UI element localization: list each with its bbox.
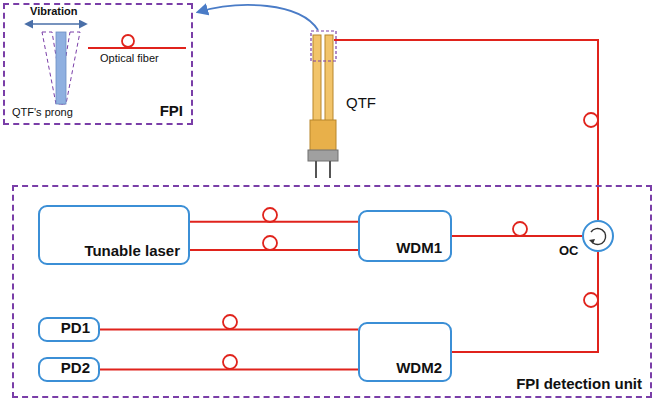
wdm-box: WDM2 (358, 322, 452, 382)
fiber-connector (100, 329, 358, 331)
panel-heading: FPI (160, 102, 183, 119)
qtf-pin (329, 161, 331, 178)
vibration-arrow (26, 23, 86, 25)
optical-fiber (334, 40, 598, 220)
circulator-arrowhead (589, 239, 595, 244)
fiber-loop (223, 355, 237, 369)
circulator-outline (582, 220, 614, 252)
fiber-connector (100, 369, 358, 371)
part-name: QTF (346, 94, 376, 111)
fiber-loop (263, 236, 277, 250)
wdm-box: WDM1 (358, 210, 452, 262)
unit-panel: FPI detection unit Tunable laser WDM1 OC PD1… (12, 185, 652, 398)
node-label: Tunable laser (84, 242, 180, 259)
optical-fiber (88, 47, 186, 49)
circulator-symbol: OC (582, 220, 614, 252)
fiber-connector (452, 252, 598, 352)
fiber-loop (584, 113, 598, 127)
node-label: WDM2 (396, 359, 442, 376)
fiber-connector (190, 221, 358, 223)
qtf-base (308, 150, 338, 161)
laser-box: Tunable laser (38, 205, 190, 265)
fiber-connector (190, 249, 358, 251)
qtf-body (310, 120, 336, 152)
qtf-prong (325, 35, 333, 130)
node-label: PD2 (61, 359, 90, 376)
qtf-prong (313, 35, 321, 130)
fiber-loop (513, 222, 527, 236)
callout-label: QTF's prong (12, 106, 73, 118)
circulator-outline (583, 221, 613, 251)
zoom-arrow (198, 5, 318, 30)
fiber-loop (263, 208, 277, 222)
fiber-connector (452, 235, 582, 237)
qtf-pin (315, 161, 317, 178)
node-label: OC (559, 243, 606, 248)
fiber-loop (122, 35, 134, 47)
node-label: PD1 (61, 319, 90, 336)
fiber-loop (223, 315, 237, 329)
callout-label: Optical fiber (100, 52, 159, 64)
qtf-prong (56, 32, 66, 104)
fiber-loop (584, 293, 598, 307)
photodetector-box: PD1 (38, 317, 100, 342)
photodetector-box: PD2 (38, 357, 100, 382)
node-label: WDM1 (396, 239, 442, 256)
panel-heading: FPI detection unit (516, 375, 642, 392)
callout-label: Vibration (30, 5, 77, 17)
zoom-region (311, 31, 336, 61)
